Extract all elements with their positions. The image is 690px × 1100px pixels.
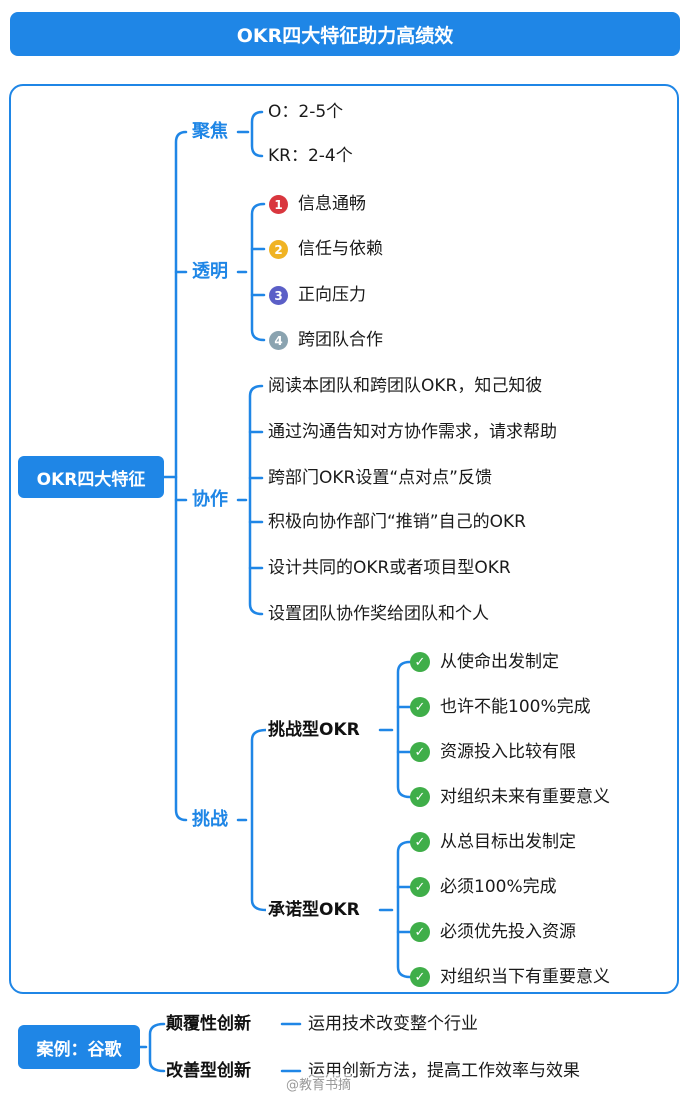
check-icon: ✓ [410,697,430,717]
number-3-icon: 3 [269,286,288,305]
number-1-icon: 1 [269,195,288,214]
number-2-icon: 2 [269,240,288,259]
transparent-item: 信任与依赖 [298,239,383,259]
focus-item: O：2-5个 [268,102,344,122]
challenge-item: 从总目标出发制定 [440,832,576,852]
challenge-item: 从使命出发制定 [440,652,559,672]
collab-item: 阅读本团队和跨团队OKR，知己知彼 [268,376,543,396]
case-node: 案例：谷歌 [18,1025,140,1069]
challenge-type-committed: 承诺型OKR [266,899,362,921]
mindmap-panel [9,84,679,994]
transparent-item: 跨团队合作 [298,330,383,350]
challenge-type-stretch: 挑战型OKR [266,719,362,741]
transparent-item: 正向压力 [298,285,366,305]
check-icon: ✓ [410,922,430,942]
check-icon: ✓ [410,742,430,762]
collab-item: 跨部门OKR设置“点对点”反馈 [268,468,492,488]
category-focus: 聚焦 [190,121,230,143]
transparent-item: 信息通畅 [298,194,366,214]
challenge-item: 必须优先投入资源 [440,922,576,942]
check-icon: ✓ [410,967,430,987]
category-transparent: 透明 [190,261,230,283]
collab-item: 通过沟通告知对方协作需求，请求帮助 [268,422,557,442]
check-icon: ✓ [410,877,430,897]
challenge-item: 资源投入比较有限 [440,742,576,762]
category-collab: 协作 [190,489,230,511]
check-icon: ✓ [410,832,430,852]
check-icon: ✓ [410,652,430,672]
challenge-item: 对组织当下有重要意义 [440,967,610,987]
case-type-improvement: 改善型创新 [166,1061,251,1081]
collab-item: 设置团队协作奖给团队和个人 [268,604,489,624]
case-text: 运用创新方法，提高工作效率与效果 [308,1061,580,1081]
case-text: 运用技术改变整个行业 [308,1014,478,1034]
check-icon: ✓ [410,787,430,807]
case-type-disruptive: 颠覆性创新 [166,1014,251,1034]
challenge-item: 必须100%完成 [440,877,557,897]
challenge-item: 也许不能100%完成 [440,697,591,717]
focus-item: KR：2-4个 [268,146,353,166]
number-4-icon: 4 [269,331,288,350]
challenge-item: 对组织未来有重要意义 [440,787,610,807]
collab-item: 设计共同的OKR或者项目型OKR [268,558,511,578]
page-title: OKR四大特征助力高绩效 [10,12,680,56]
watermark: @教育书摘 [286,1074,352,1093]
category-challenge: 挑战 [190,809,230,831]
root-node: OKR四大特征 [18,456,164,498]
collab-item: 积极向协作部门“推销”自己的OKR [268,512,526,532]
